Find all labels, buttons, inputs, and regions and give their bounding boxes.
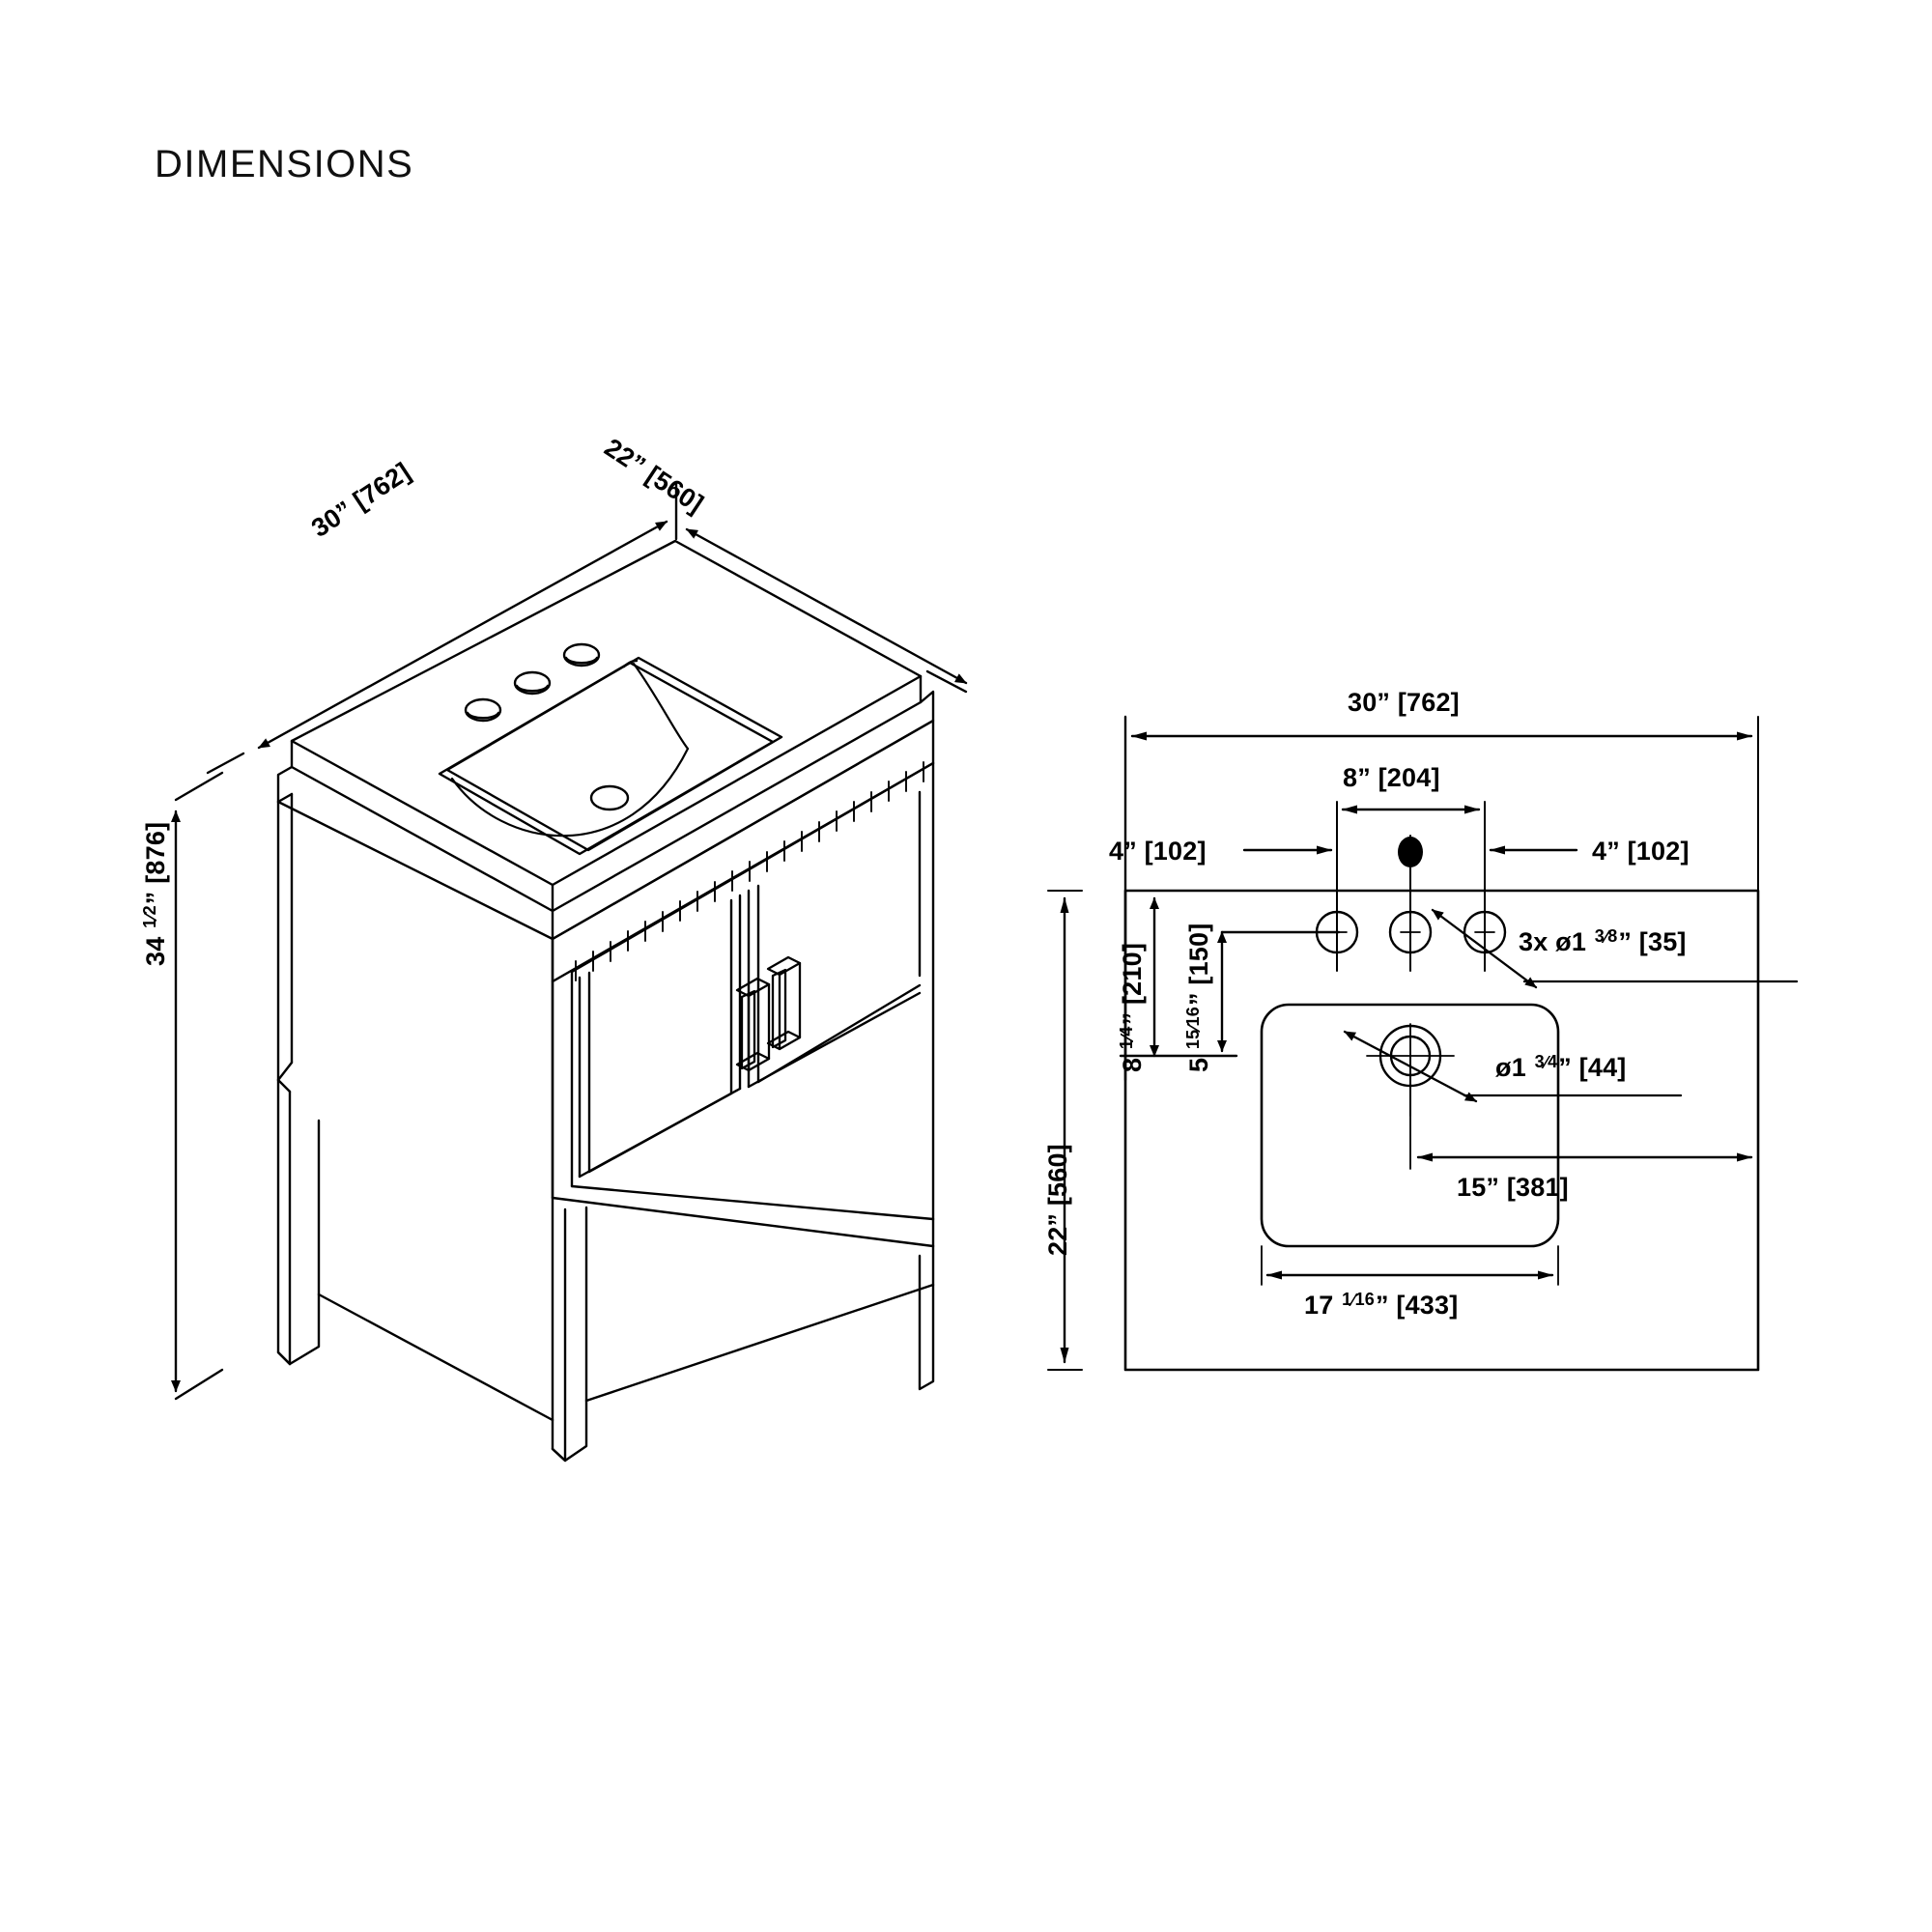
- back-to-faucet-suffix: ” [150]: [1184, 923, 1213, 1007]
- basin-width-dimension-label: 17 1⁄16” [433]: [1304, 1291, 1458, 1321]
- faucet-callout-suffix: ” [35]: [1618, 927, 1687, 956]
- faucet-hole-center: [513, 670, 552, 696]
- sink-basin-opening: [438, 656, 783, 856]
- leg-back-left: [276, 1078, 321, 1366]
- page-title: DIMENSIONS: [155, 143, 414, 185]
- iso-height-dimension-label: 34 1⁄2” [876]: [140, 821, 171, 966]
- cabinet-front-frame: [551, 761, 935, 1248]
- dim-line-drain-right: [1409, 1055, 1753, 1170]
- isometric-vanity-view: [276, 539, 935, 1463]
- faucet-hole-plan-left: [1315, 910, 1359, 954]
- top-width-dimension-label: 30” [762]: [1348, 688, 1460, 717]
- dim-line-back-to-faucet: [1217, 930, 1341, 1053]
- counter-body-outline: [1123, 889, 1760, 1372]
- handle-right: [766, 955, 802, 1051]
- basin-bowl-curve: [450, 662, 690, 838]
- right-offset-dimension-label: 4” [102]: [1592, 837, 1690, 866]
- back-to-drain-whole: 8: [1118, 1050, 1147, 1072]
- faucet-hole-plan-center: [1388, 910, 1433, 954]
- door-left-panel: [578, 894, 742, 1179]
- top-depth-dimension-label: 22” [560]: [1043, 1144, 1072, 1256]
- leader-faucet-callout: [1431, 908, 1799, 989]
- faucet-callout-prefix: 3x ø1: [1519, 927, 1594, 956]
- door-right-panel: [747, 790, 922, 1089]
- faucet-hole-right: [562, 642, 601, 668]
- iso-dim-height: [171, 771, 224, 1401]
- drain-callout-suffix: ” [44]: [1558, 1053, 1627, 1082]
- faucet-spread-dimension-label: 8” [204]: [1343, 763, 1440, 792]
- fraction-half: 1⁄2: [140, 905, 160, 928]
- dim-line-basin-width: [1261, 1245, 1559, 1286]
- basin-width-suffix: ” [433]: [1376, 1291, 1459, 1320]
- drain-to-right-dimension-label: 15” [381]: [1457, 1173, 1569, 1202]
- basin-outline: [1260, 1003, 1560, 1248]
- drain-hole-iso: [589, 784, 630, 811]
- back-to-faucet-dimension-label: 5 15⁄16” [150]: [1183, 923, 1214, 1072]
- fraction-one-sixteenth: 1⁄16: [1342, 1290, 1375, 1310]
- basin-width-whole: 17: [1304, 1291, 1342, 1320]
- counter-outline: [1123, 715, 1127, 1082]
- left-offset-dimension-label: 4” [102]: [1109, 837, 1207, 866]
- iso-dim-width: [206, 481, 678, 775]
- drain-callout-label: ø1 3⁄4” [44]: [1495, 1053, 1627, 1083]
- iso-height-suffix: ” [876]: [141, 821, 170, 905]
- fraction-fifteen-sixteenths: 15⁄16: [1183, 1007, 1204, 1050]
- handle-left: [735, 977, 771, 1072]
- drain-callout-prefix: ø1: [1495, 1053, 1534, 1082]
- base-stretcher: [317, 1283, 935, 1422]
- back-to-drain-suffix: ” [210]: [1118, 942, 1147, 1026]
- fraction-three-quarters: 3⁄4: [1534, 1052, 1558, 1072]
- iso-dim-depth: [685, 527, 968, 694]
- fraction-three-eighths: 3⁄8: [1594, 926, 1618, 947]
- top-plan-view: [1047, 715, 1799, 1372]
- dim-line-back-to-drain: [1119, 896, 1238, 1058]
- leg-front-right: [918, 1244, 935, 1391]
- leg-front-left: [551, 1196, 588, 1463]
- faucet-holes-callout-label: 3x ø1 3⁄8” [35]: [1519, 927, 1687, 957]
- back-to-drain-dimension-label: 8 1⁄4” [210]: [1117, 942, 1148, 1072]
- faucet-center-marker: [1398, 837, 1423, 867]
- countertop-edge: [276, 674, 935, 941]
- flute-lines: [575, 761, 924, 981]
- fraction-quarter: 1⁄4: [1117, 1026, 1137, 1050]
- countertop-top-face: [290, 539, 923, 887]
- iso-height-whole: 34: [141, 928, 170, 966]
- door-rails: [578, 983, 922, 1179]
- back-to-faucet-whole: 5: [1184, 1050, 1213, 1072]
- faucet-hole-left: [464, 697, 502, 723]
